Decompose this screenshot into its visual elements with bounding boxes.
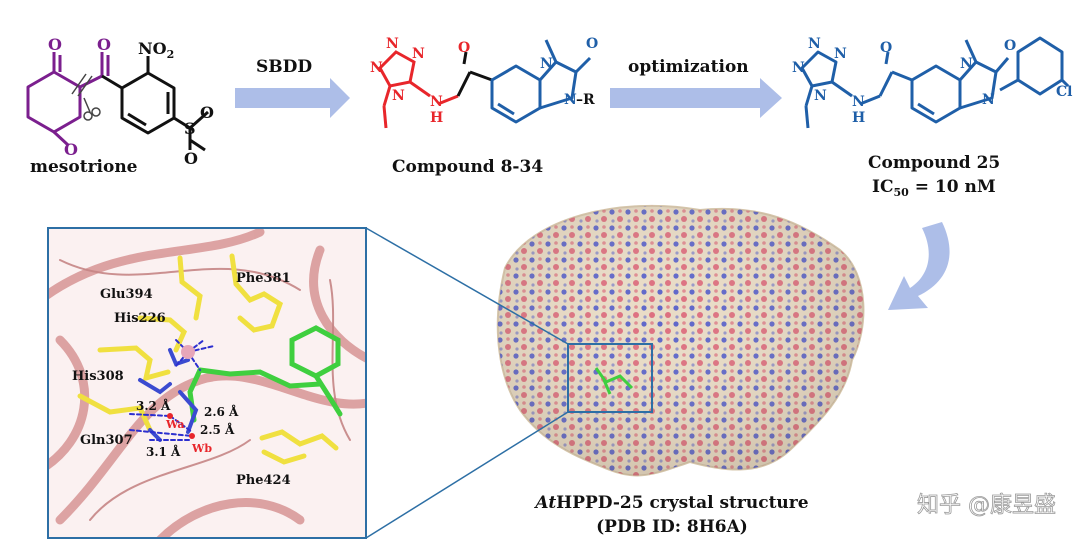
metal-ion (181, 345, 195, 359)
zoom-line-bottom (365, 411, 569, 539)
ligand-sticks (187, 325, 343, 423)
atom-25-n3: N (792, 60, 805, 76)
binding-site-inset: Glu394 Phe381 His226 His308 Gln307 Phe42… (47, 227, 367, 539)
pocket-highlight-box (567, 343, 653, 413)
residue-label-phe381: Phe381 (236, 271, 291, 286)
mesotrione-structure: O O O NO2 S O O mesotrione (26, 35, 214, 177)
benzimidazolone-benzene (490, 64, 542, 124)
atom-25-n1: N (808, 36, 821, 52)
atom-25-amide-o: O (880, 40, 892, 56)
cleavage-scissors (71, 73, 101, 121)
atom-tetrazole-n4: N (392, 88, 405, 104)
atom-tetrazole-n3: N (370, 60, 383, 76)
atom-sulfur: S (184, 119, 196, 138)
compound-8-34-label: Compound 8-34 (392, 157, 543, 177)
atom-amide-h: H (430, 110, 443, 126)
atom-oxygen-1: O (48, 35, 62, 54)
distance-3: 2.5 Å (200, 422, 235, 437)
water-a-label: Wa (165, 418, 185, 431)
water-b-sphere (189, 433, 195, 439)
residue-label-his226: His226 (114, 311, 166, 326)
atom-25-core-n3: N (982, 92, 995, 108)
distance-4: 3.1 Å (146, 444, 181, 459)
residue-label-glu394: Glu394 (100, 287, 153, 302)
atom-25-n4: N (814, 88, 827, 104)
pocket-ligand (594, 367, 634, 395)
residue-label-phe424: Phe424 (236, 473, 291, 488)
atom-sulfonyl-o1: O (184, 149, 198, 168)
curved-arrow (888, 222, 950, 310)
mesotrione-label: mesotrione (30, 157, 138, 177)
imidazolone-ring (538, 60, 578, 110)
atom-25-core-o: O (1004, 38, 1016, 54)
benzene-ring (120, 71, 176, 135)
atom-25-amide-n: N (852, 94, 865, 110)
zoom-line-top (365, 227, 569, 345)
ic50-value: IC50 = 10 nM (872, 177, 996, 199)
residue-sticks (77, 253, 339, 465)
protein-ribbons (48, 228, 366, 538)
sbdd-label: SBDD (256, 57, 312, 77)
atom-chlorine: Cl (1056, 84, 1072, 100)
cyclohexane-ring (26, 70, 82, 134)
distance-1: 3.2 Å (136, 398, 171, 413)
compound-25-label: Compound 25 (868, 153, 1000, 173)
atom-tetrazole-n1: N (386, 36, 399, 52)
compound-8-34-structure: N N N N N H O N N O –R Compound 8-34 (370, 36, 598, 177)
atom-core-n3: N (564, 92, 577, 108)
tetrazole-ring (378, 50, 416, 88)
crystal-structure-title: AtHPPD-25 crystal structure (533, 493, 808, 513)
residue-label-gln307: Gln307 (80, 433, 133, 448)
atom-25-n2: N (834, 46, 847, 62)
water-a-sphere (167, 413, 173, 419)
atom-25-amide-h: H (852, 110, 865, 126)
water-b-label: Wb (191, 442, 212, 455)
r-group: –R (576, 92, 595, 108)
pdb-id: (PDB ID: 8H6A) (596, 517, 748, 537)
optimization-arrow: optimization (610, 57, 782, 118)
benzimidazolone-benzene-25 (910, 64, 962, 124)
atom-amide-o: O (458, 40, 470, 56)
atom-amide-n: N (430, 94, 443, 110)
tetrazole-ring-25 (800, 50, 838, 88)
sbdd-arrow: SBDD (235, 57, 350, 118)
protein-surface (496, 204, 865, 477)
atom-sulfonyl-o2: O (200, 103, 214, 122)
atom-nitro: NO2 (138, 39, 174, 61)
atom-25-core-n1: N (960, 56, 973, 72)
optimization-label: optimization (628, 57, 749, 77)
imidazolone-ring-25 (958, 60, 998, 110)
atom-tetrazole-n2: N (412, 46, 425, 62)
residue-label-his308: His308 (72, 369, 124, 384)
atom-oxygen-2: O (97, 35, 111, 54)
chlorobenzyl-ring (1016, 36, 1064, 96)
atom-core-n1: N (540, 56, 553, 72)
distance-2: 2.6 Å (204, 404, 239, 419)
atom-oxygen-3: O (64, 140, 78, 159)
atom-core-o: O (586, 36, 598, 52)
watermark: 知乎 @康昱盛 (917, 493, 1056, 518)
compound-25-structure: N N N N N H O N N O Cl Compound 25 IC50 … (792, 36, 1072, 199)
